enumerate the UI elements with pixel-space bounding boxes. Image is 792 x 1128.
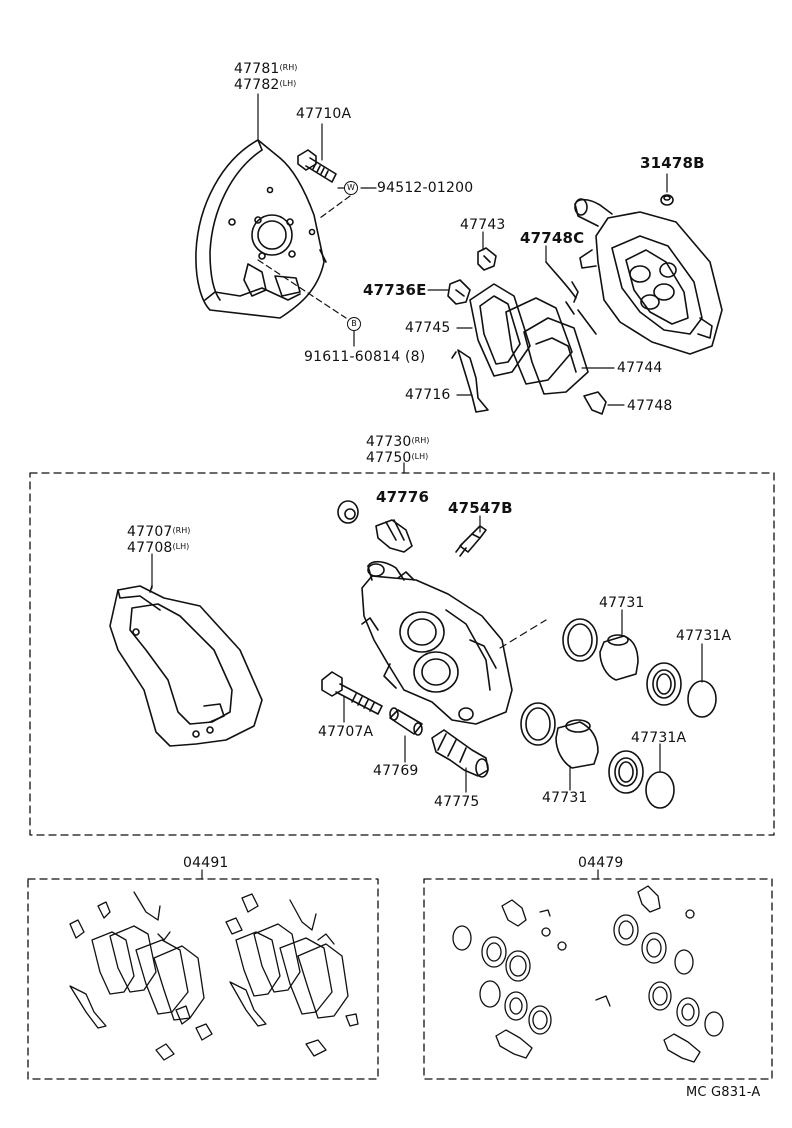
label-31478b: 31478B — [640, 154, 705, 172]
label-04479: 04479 — [578, 855, 624, 871]
kit-04479-box — [423, 878, 773, 1080]
caliper-body-drawing — [361, 560, 513, 725]
caliper-assembly-box — [29, 472, 775, 836]
label-47745: 47745 — [405, 320, 451, 336]
label-47750: 47750(LH) — [366, 449, 428, 466]
label-47776: 47776 — [376, 488, 430, 506]
label-47748: 47748 — [627, 398, 673, 414]
clip-47743-drawing — [477, 247, 497, 271]
wear-indicator-47716-drawing — [451, 349, 489, 413]
label-47707a: 47707A — [318, 724, 374, 740]
label-47744: 47744 — [617, 360, 663, 376]
part-number: 47782 — [234, 77, 280, 93]
part-number: 47781 — [234, 61, 280, 77]
mounting-bracket-drawing — [109, 585, 263, 747]
piston-kit-upper-drawing — [562, 618, 717, 718]
part-number: 47707 — [127, 524, 173, 540]
label-47736e: 47736E — [363, 281, 427, 299]
washer-marker: W — [344, 181, 358, 195]
label-47730: 47730(RH) — [366, 433, 429, 450]
sleeve-47769-drawing — [389, 707, 423, 736]
label-47708: 47708(LH) — [127, 539, 189, 556]
side-marker: (RH) — [279, 63, 298, 72]
label-47775: 47775 — [434, 794, 480, 810]
part-number: 47708 — [127, 540, 173, 556]
label-47710a: 47710A — [296, 106, 352, 122]
bolt-47710a-drawing — [297, 149, 337, 183]
seal-kit-right-drawing — [452, 885, 724, 1063]
label-47769: 47769 — [373, 763, 419, 779]
label-47743: 47743 — [460, 217, 506, 233]
label-47782: 47782(LH) — [234, 76, 296, 93]
cap-31478b-drawing — [660, 194, 674, 206]
label-47748c: 47748C — [520, 229, 585, 247]
spring-47748c-drawing — [545, 261, 597, 335]
figure-code: MC G831-A — [686, 1085, 761, 1100]
side-marker: (RH) — [172, 526, 191, 535]
side-marker: (LH) — [279, 79, 297, 88]
pad-kit-left-drawing — [69, 891, 359, 1061]
side-marker: (RH) — [411, 436, 430, 445]
label-47731-lower: 47731 — [542, 790, 588, 806]
side-marker: (LH) — [411, 452, 429, 461]
label-47547b: 47547B — [448, 499, 513, 517]
clip-47748-drawing — [583, 391, 607, 415]
side-marker: (LH) — [172, 542, 190, 551]
kit-04491-box — [27, 878, 379, 1080]
boot-47775-drawing — [431, 729, 489, 778]
label-47781: 47781(RH) — [234, 60, 297, 77]
part-number: 47750 — [366, 450, 412, 466]
label-47731a-upper: 47731A — [676, 628, 732, 644]
bleeder-47547b-drawing — [455, 525, 487, 557]
boot-47776-drawing — [337, 500, 413, 553]
label-47716: 47716 — [405, 387, 451, 403]
bolt-marker: B — [347, 317, 361, 331]
label-47707: 47707(RH) — [127, 523, 190, 540]
label-91611-60814: 91611-60814 (8) — [304, 349, 426, 365]
label-04491: 04491 — [183, 855, 229, 871]
part-number: 47730 — [366, 434, 412, 450]
dust-shield-drawing — [195, 139, 327, 319]
label-47731a-lower: 47731A — [631, 730, 687, 746]
brake-pads-drawing — [469, 283, 589, 395]
label-94512-01200: 94512-01200 — [377, 180, 474, 196]
bolt-47707a-drawing — [321, 671, 383, 715]
caliper-assembly-top-drawing — [574, 198, 723, 355]
piston-kit-lower-drawing — [520, 702, 675, 809]
clip-47736e-drawing — [447, 279, 471, 305]
label-47731-upper: 47731 — [599, 595, 645, 611]
